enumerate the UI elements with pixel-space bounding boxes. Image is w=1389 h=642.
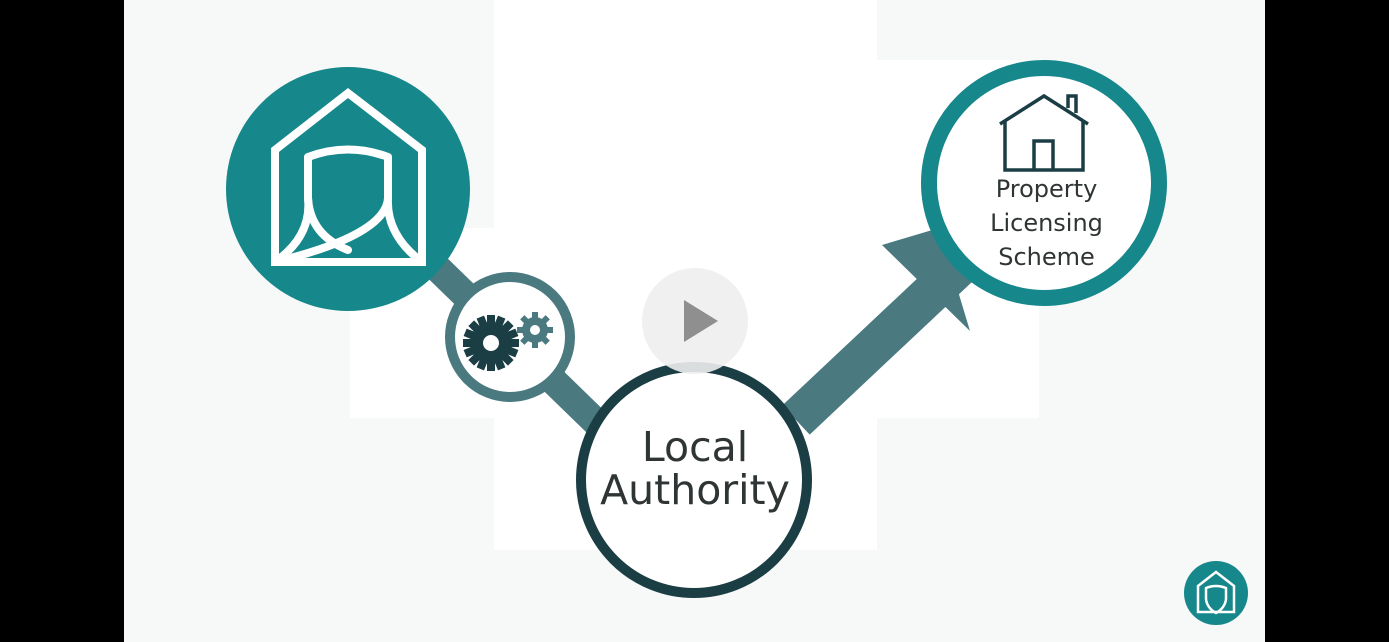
house-icon [999, 93, 1089, 172]
video-frame[interactable]: Local Authority Property Licensing Schem… [124, 0, 1265, 642]
property-licensing-line3: Scheme [998, 243, 1095, 271]
play-icon [684, 300, 718, 342]
shield-house-logo-icon [1196, 570, 1236, 615]
logo-badge[interactable] [1184, 561, 1248, 625]
local-authority-line1: Local [641, 423, 749, 471]
arrow-up-right [782, 228, 978, 435]
property-licensing-line1: Property [995, 175, 1098, 203]
shield-house-icon [226, 67, 470, 311]
local-authority-line2: Authority [600, 466, 790, 515]
play-button[interactable] [642, 268, 748, 374]
local-authority-label: Local Authority [580, 423, 810, 515]
flow-diagram [226, 60, 1167, 598]
property-licensing-line2: Licensing [990, 209, 1103, 237]
property-licensing-node [921, 60, 1167, 306]
gears-icon [445, 272, 575, 402]
property-licensing-label: Property Licensing Scheme [964, 172, 1129, 274]
